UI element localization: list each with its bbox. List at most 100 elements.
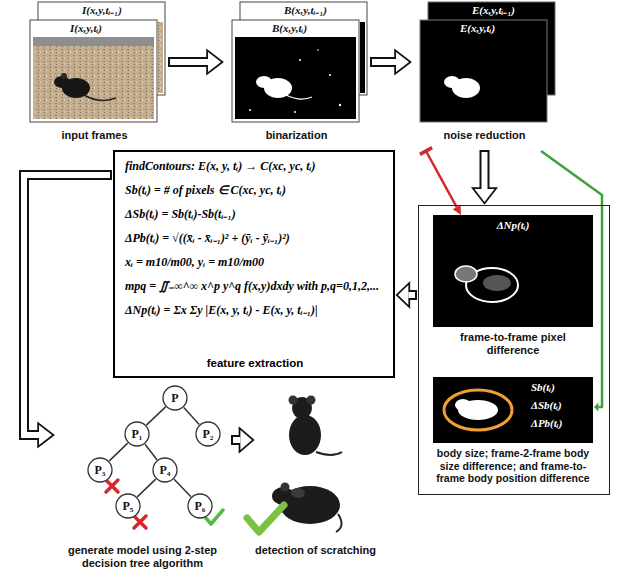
connector [145,444,157,459]
formula: ΔPb(tᵢ) = √((x̄ᵢ - x̄ᵢ₋₁)² + (ȳᵢ - ȳᵢ₋₁)… [125,231,385,246]
difference-outline [455,266,477,282]
formula: ΔSb(tᵢ) = Sb(tᵢ)-Sb(tᵢ₋₁) [125,207,385,222]
arrow-fill [408,292,415,298]
cage-wall [33,37,154,46]
connector [475,150,495,202]
difference-patch [483,275,511,291]
node-circle [196,422,220,446]
tree-marks [106,480,223,528]
arrow-head-outline [475,189,495,202]
tree-node: P [162,385,188,411]
frame-stack: B(x,y,tᵢ₋₁) B(x,y,tᵢ) binarization [224,2,369,149]
mouse-tail [336,514,342,532]
connector [109,443,127,461]
tree-node: P₄ [152,457,178,483]
tree-node: P₅ [115,493,141,519]
arrow-fill [482,152,488,189]
noise-dot [329,74,331,76]
front-frame [232,20,359,122]
node-circle [163,386,187,410]
step-caption: binarization [224,129,369,142]
tree-branch [174,479,191,496]
arrow-head-fill [39,425,52,445]
noise-dot [339,104,341,106]
connector-line [541,151,602,407]
tree-branch [145,444,157,459]
frame-label: B(x,y,tᵢ) [272,22,307,35]
node-name: P [162,385,188,411]
feature-caption: body size; frame-2-frame body size diffe… [433,447,593,485]
frame-stack: I(x,y,tᵢ₋₁)I(x,y,tᵢ)input frames [22,2,167,149]
frame-label: B(x,y,tᵢ₋₁) [284,4,327,17]
arrow-head-outline [240,430,252,450]
feature-symbol: ΔPb(tᵢ) [531,417,562,430]
frame-label: E(x,y,tᵢ₋₁) [472,4,515,17]
arrow-head [594,403,598,412]
binary-frame-stack [232,2,367,122]
back-frame-photo [158,22,163,93]
mouse-hind-leg [291,488,305,498]
feature-symbol: Sb(tᵢ) [531,381,555,394]
black-panel [433,377,593,443]
node-circle [88,458,112,482]
feature-extraction-box: findContours: E(x, y, tᵢ) → C(xc, yc, tᵢ… [113,150,395,378]
tree-branch [109,443,127,461]
arrow-head-fill [208,52,221,72]
frame-label: I(x,y,tᵢ) [70,22,102,35]
node-name: P₁ [124,421,150,447]
body-feature-panel: Sb(tᵢ) ΔSb(tᵢ) ΔPb(tᵢ) body size; frame-2-f… [433,377,593,487]
connector [168,52,221,72]
arrow-head-fill [398,285,408,305]
formula: findContours: E(x, y, tᵢ) → C(xc, yc, tᵢ… [125,159,385,174]
fitted-ellipse [444,390,512,430]
connector [184,408,199,425]
arrow-fill [170,59,208,65]
feature-symbol: ΔSb(tᵢ) [531,399,562,412]
node-circle [116,494,140,518]
reject-cross [134,516,146,528]
node-name: P₄ [152,457,178,483]
connector [24,175,112,445]
noise-dot [294,111,296,113]
arrow-fill [24,175,110,435]
connector [398,285,417,305]
frame-stack: E(x,y,tᵢ₋₁)E(x,y,tᵢ)noise reduction [412,2,557,149]
tree-node: P₁ [124,421,150,447]
arrow-fill [233,437,240,443]
arrow-head-outline [39,425,52,445]
feature-caption: frame-to-frame pixel difference [433,331,593,357]
formula: xᵢ = m10/m00, yᵢ = m10/m00 [125,255,385,270]
arrow-fill [372,59,396,65]
frame-label: E(x,y,tᵢ) [460,22,495,35]
mouse-ear [289,396,298,405]
pixel-difference-image [433,215,593,327]
pixel-difference-panel: ΔNp(tᵢ)frame-to-frame pixel difference [433,215,593,359]
tree-node: P₂ [195,421,221,447]
node-name: P₅ [115,493,141,519]
connector [541,151,602,412]
noise-dot [299,59,301,61]
inhibit-bar [420,148,432,155]
tree-node: P₃ [87,457,113,483]
mouse-ear [307,396,316,405]
step-caption: detection of scratching [255,544,376,557]
mouse-blob [455,399,471,411]
cage-photo [33,37,154,119]
arrow-outline [480,150,490,189]
connector [137,479,155,497]
arrow-head-fill [240,430,252,450]
node-name: P₆ [187,493,213,519]
mouse-blob-tail [286,95,312,99]
connector [174,479,191,496]
mouse-blob [256,76,272,88]
box-caption: feature extraction [125,356,385,370]
formula: ΔNp(tᵢ) = Σx Σy |E(x, y, tᵢ) - E(x, y, t… [125,303,385,318]
scratching-photos [247,396,342,533]
arrow-outline [168,57,208,67]
arrow-head-outline [208,52,221,72]
node-circle [188,494,212,518]
node-name: P₃ [87,457,113,483]
arrow-head [453,205,461,215]
step-caption: input frames [22,129,167,142]
mouse-ear [281,483,290,492]
